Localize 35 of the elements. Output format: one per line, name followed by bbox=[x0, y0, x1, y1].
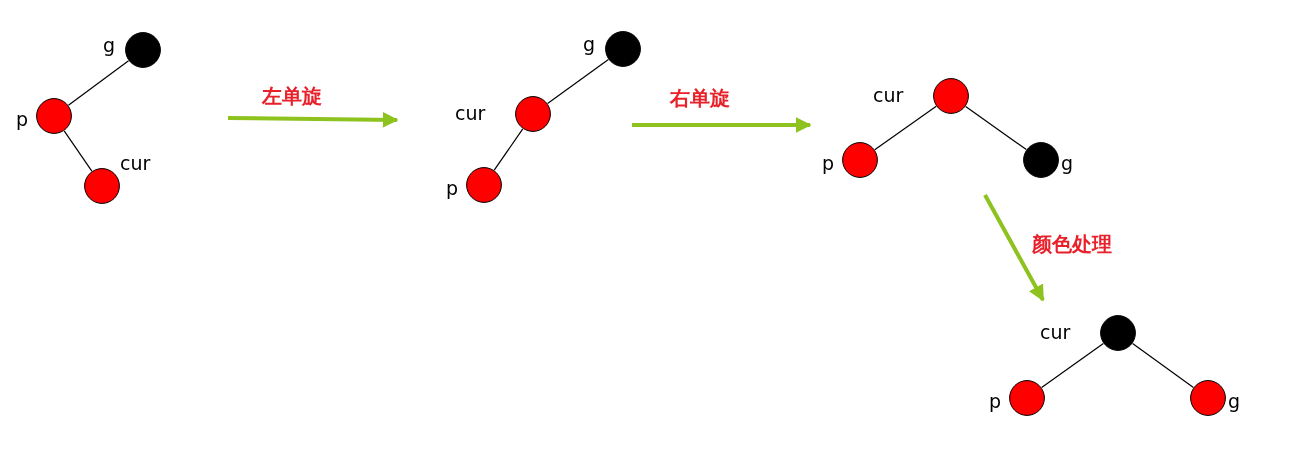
tree-node-circle bbox=[515, 96, 551, 132]
tree-edge bbox=[1132, 342, 1194, 389]
node-label: cur bbox=[120, 152, 151, 174]
step-label: 颜色处理 bbox=[1030, 232, 1114, 256]
node-label: g bbox=[583, 33, 596, 55]
node-label: cur bbox=[455, 102, 486, 124]
tree-node-circle bbox=[842, 142, 878, 178]
tree-edge bbox=[493, 128, 524, 171]
tree-node-circle bbox=[1023, 142, 1059, 178]
tree-node-circle bbox=[1100, 315, 1136, 351]
tree-node-circle bbox=[605, 31, 641, 67]
node-label: p bbox=[16, 108, 29, 130]
tree-edge bbox=[874, 105, 937, 151]
tree-edge bbox=[965, 105, 1027, 151]
node-label: p bbox=[446, 177, 459, 199]
tree-node-circle bbox=[933, 78, 969, 114]
node-label: cur bbox=[873, 84, 904, 106]
tree-edge bbox=[1041, 342, 1104, 389]
node-label: g bbox=[1228, 390, 1241, 412]
node-label: cur bbox=[1040, 321, 1071, 343]
tree-edge bbox=[67, 60, 130, 106]
tree-node-circle bbox=[1190, 380, 1226, 416]
tree-node-circle bbox=[84, 168, 120, 204]
tree-node-circle bbox=[36, 98, 72, 134]
tree-node-circle bbox=[1009, 380, 1045, 416]
node-label: g bbox=[103, 34, 116, 56]
tree-edge bbox=[63, 130, 93, 172]
tree-node-circle bbox=[125, 32, 161, 68]
step-label: 左单旋 bbox=[260, 84, 324, 108]
node-label: p bbox=[822, 152, 835, 174]
tree-node-circle bbox=[466, 167, 502, 203]
tree-edge bbox=[547, 58, 609, 105]
step-label: 右单旋 bbox=[668, 86, 732, 110]
node-label: g bbox=[1061, 152, 1074, 174]
node-label: p bbox=[989, 390, 1002, 412]
